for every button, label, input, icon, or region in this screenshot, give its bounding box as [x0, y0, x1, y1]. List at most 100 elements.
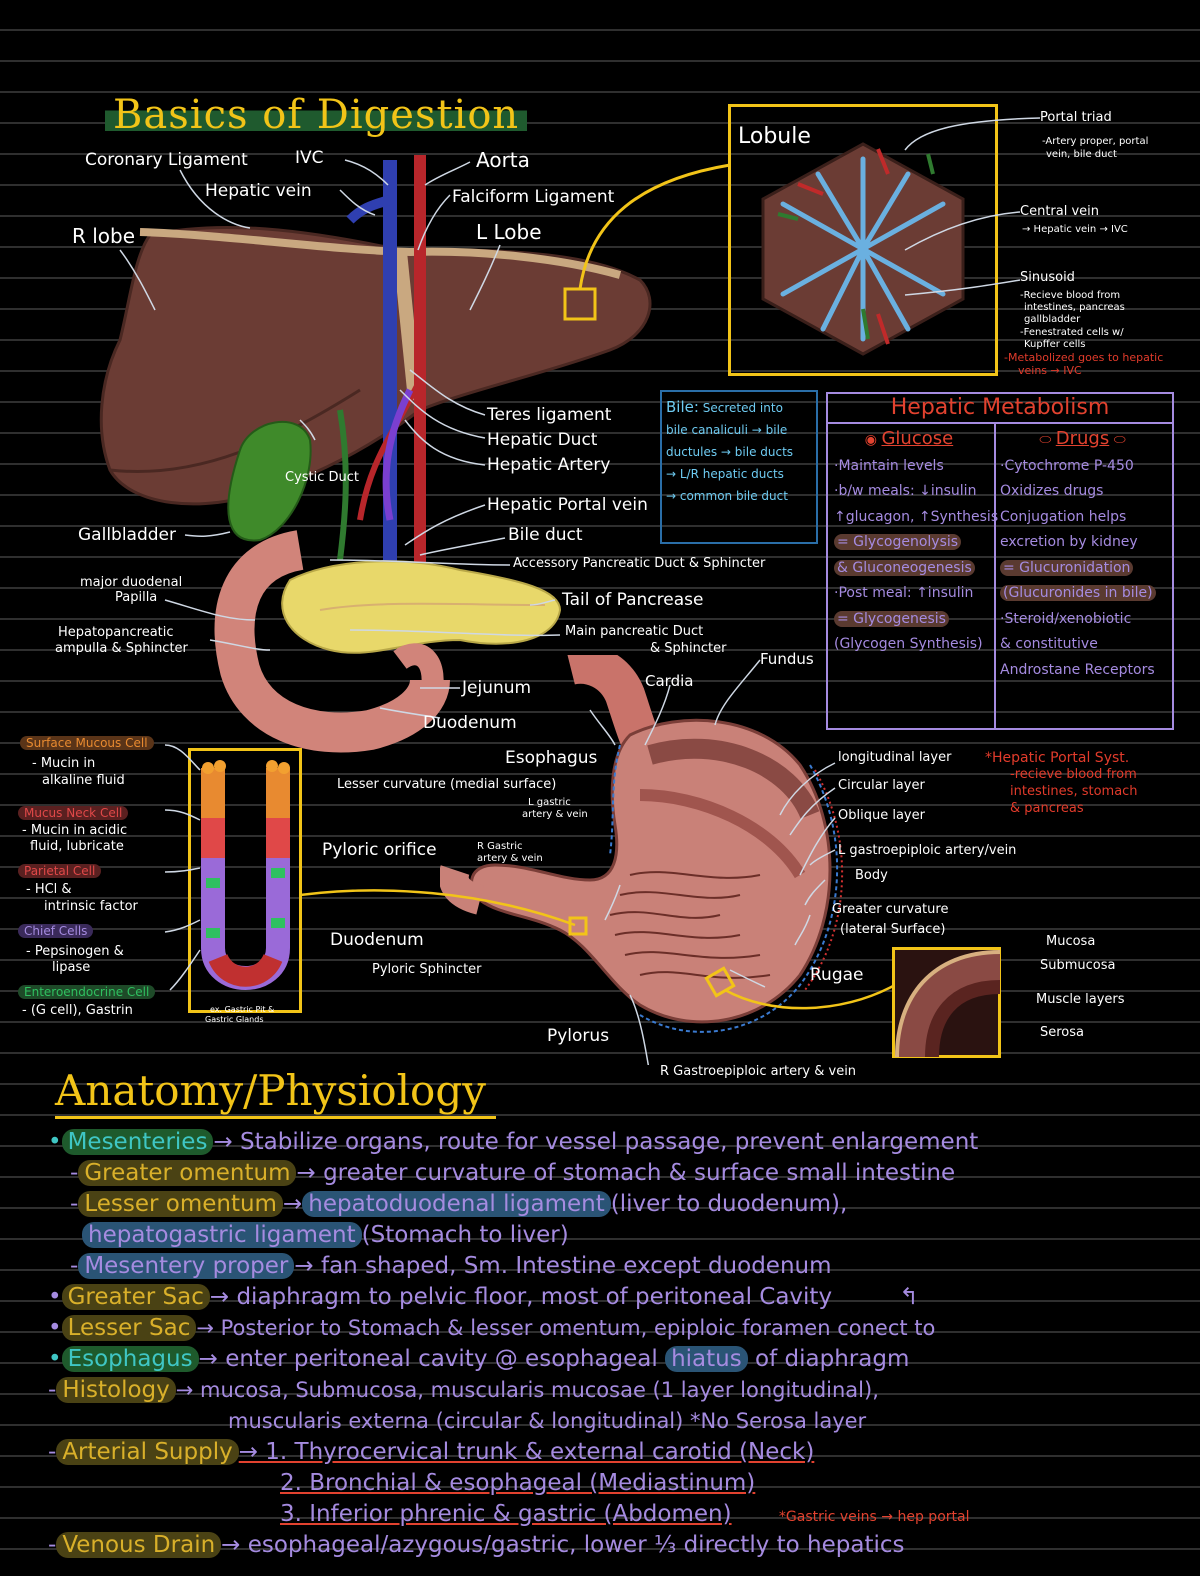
term-histology: Histology — [56, 1377, 175, 1403]
hepatic-metabolism-title: Hepatic Metabolism — [828, 394, 1172, 424]
drugs-line-2: Conjugation helps — [1000, 505, 1165, 531]
glucose-line-1: ·b/w meals: ↓insulin — [834, 479, 998, 505]
text-histology-2: muscularis externa (circular & longitudi… — [228, 1409, 866, 1433]
glucose-line-7: (Glycogen Synthesis) — [834, 632, 998, 658]
text-arterial-2: 2. Bronchial & esophageal (Mediastinum) — [280, 1470, 755, 1496]
note-histology-2: muscularis externa (circular & longitudi… — [48, 1406, 1193, 1437]
label-l-gastric-2: artery & vein — [522, 809, 588, 820]
bile-line-0: Secreted into — [703, 401, 783, 415]
label-hepatic-duct: Hepatic Duct — [487, 430, 597, 450]
gland-caption-1: ex. Gastric Pit & — [210, 1005, 274, 1014]
lobule-portal-desc-2: vein, bile duct — [1046, 149, 1117, 160]
note-hepatogastric: hepatogastric ligament(Stomach to liver) — [48, 1220, 1193, 1251]
cell-parietal-desc-1: - HCl & — [26, 882, 72, 897]
bile-title: Bile: — [666, 398, 699, 416]
gland-caption-2: Gastric Glands — [205, 1015, 264, 1024]
label-serosa: Serosa — [1040, 1025, 1084, 1040]
portal-note-2: -recieve blood from — [1010, 767, 1137, 782]
glucose-head: Glucose — [881, 428, 953, 449]
label-hepatic-portal-vein: Hepatic Portal vein — [487, 495, 648, 515]
term-lesser-sac: Lesser Sac — [62, 1315, 197, 1341]
drugs-column: ⬭ Drugs ⬭ ·Cytochrome P-450 Oxidizes dru… — [1000, 426, 1165, 683]
label-main-pancreatic: Main pancreatic Duct — [565, 624, 703, 639]
cell-chief-desc-2: lipase — [52, 960, 90, 975]
bile-line-1: bile canaliculi → bile — [666, 423, 787, 437]
glucose-line-6: = Glycogenesis — [834, 611, 949, 627]
label-pyloric-sphincter: Pyloric Sphincter — [372, 962, 482, 977]
cell-parietal: Parietal Cell — [18, 864, 101, 878]
label-aorta: Aorta — [476, 148, 530, 172]
lobule-sinusoid-desc-2: intestines, pancreas — [1024, 302, 1125, 313]
label-lateral-surface: (lateral Surface) — [840, 922, 945, 937]
term-hepatoduodenal: hepatoduodenal ligament — [302, 1191, 611, 1217]
text-lesser-sac: → Posterior to Stomach & lesser omentum,… — [196, 1316, 935, 1340]
cell-mucus-neck: Mucus Neck Cell — [18, 806, 128, 820]
label-greater-curvature: Greater curvature — [832, 902, 948, 917]
label-longitudinal: longitudinal layer — [838, 750, 951, 765]
text-arterial-3: 3. Inferior phrenic & gastric (Abdomen) — [280, 1501, 732, 1527]
label-cystic-duct: Cystic Duct — [285, 470, 359, 485]
label-pyloric-orifice: Pyloric orifice — [322, 840, 437, 860]
label-r-gastric-2: artery & vein — [477, 853, 543, 864]
glucose-line-3: = Glycogenolysis — [834, 534, 961, 550]
note-venous-drain: -Venous Drain→ esophageal/azygous/gastri… — [48, 1530, 1193, 1561]
label-oblique: Oblique layer — [838, 808, 925, 823]
glucose-line-0: ·Maintain levels — [834, 454, 998, 480]
term-esophagus: Esophagus — [62, 1346, 199, 1372]
term-lesser-omentum: Lesser omentum — [78, 1191, 283, 1217]
term-greater-omentum: Greater omentum — [78, 1160, 296, 1186]
pill-icon: ⬭ — [1039, 432, 1051, 448]
lobule-central-vein-desc: → Hepatic vein → IVC — [1022, 224, 1128, 235]
lobule-title: Lobule — [738, 124, 811, 149]
drugs-line-0: ·Cytochrome P-450 — [1000, 454, 1165, 480]
gastric-cell-leaders — [160, 740, 220, 1000]
note-mesenteries: •Mesenteries→ Stabilize organs, route fo… — [48, 1127, 1193, 1158]
cell-chief: Chief Cells — [18, 924, 93, 938]
gland-connector — [300, 880, 580, 930]
lobule-sinusoid-desc-4: -Fenestrated cells w/ — [1020, 327, 1124, 338]
term-venous-drain: Venous Drain — [56, 1532, 221, 1558]
bile-line-2: ductules → bile ducts — [666, 445, 793, 459]
label-submucosa: Submucosa — [1040, 958, 1116, 973]
drugs-line-7: & constitutive — [1000, 632, 1165, 658]
lobule-central-vein: Central vein — [1020, 204, 1099, 219]
label-muscle-layers: Muscle layers — [1036, 992, 1125, 1007]
text-mesentery-proper: → fan shaped, Sm. Intestine except duode… — [294, 1253, 831, 1279]
label-hepatopancreatic: Hepatopancreatic — [58, 625, 174, 640]
label-hepatic-vein: Hepatic vein — [205, 181, 312, 201]
term-mesenteries: Mesenteries — [62, 1129, 214, 1155]
label-main-pancreatic-2: & Sphincter — [650, 641, 726, 656]
term-arterial-supply: Arterial Supply — [56, 1439, 238, 1465]
label-body: Body — [855, 868, 888, 883]
label-accessory-pancreatic: Accessory Pancreatic Duct & Sphincter — [513, 556, 765, 571]
text-hepatoduodenal: (liver to duodenum), — [611, 1191, 848, 1217]
cell-entero-desc: - (G cell), Gastrin — [22, 1003, 133, 1018]
label-l-lobe: L Lobe — [476, 220, 542, 244]
lobule-leaders — [900, 110, 1040, 310]
note-histology: -Histology→ mucosa, Submucosa, musculari… — [48, 1375, 1193, 1406]
label-r-gastric-1: R Gastric — [477, 841, 523, 852]
text-arterial-1: → 1. Thyrocervical trunk & external caro… — [239, 1439, 815, 1465]
drugs-line-4: = Glucuronidation — [1000, 560, 1133, 576]
glucose-column: ◉ Glucose ·Maintain levels ·b/w meals: ↓… — [834, 426, 998, 658]
glucose-line-5: ·Post meal: ↑insulin — [834, 581, 998, 607]
note-greater-sac: •Greater Sac→ diaphragm to pelvic floor,… — [48, 1282, 1193, 1313]
note-esophagus: •Esophagus→ enter peritoneal cavity @ es… — [48, 1344, 1193, 1375]
lollipop-icon: ◉ — [865, 432, 877, 448]
label-pylorus: Pylorus — [547, 1026, 609, 1046]
note-mesentery-proper: -Mesentery proper→ fan shaped, Sm. Intes… — [48, 1251, 1193, 1282]
label-bile-duct: Bile duct — [508, 525, 583, 545]
text-esophagus-2: of diaphragm — [755, 1346, 909, 1372]
cell-surface-mucous: Surface Mucous Cell — [20, 736, 154, 750]
label-major-duodenal: major duodenal — [80, 575, 182, 590]
text-greater-sac: → diaphragm to pelvic floor, most of per… — [210, 1284, 832, 1310]
cell-neck-desc-1: - Mucin in acidic — [22, 823, 127, 838]
term-mesentery-proper: Mesentery proper — [78, 1253, 294, 1279]
lobule-sinusoid-desc-1: -Recieve blood from — [1020, 290, 1120, 301]
portal-note-4: & pancreas — [1010, 801, 1084, 816]
page-title: Basics of Digestion — [105, 92, 527, 138]
cell-surface-desc-2: alkaline fluid — [42, 773, 125, 788]
bile-line-4: → common bile duct — [666, 489, 788, 503]
label-rugae: Rugae — [810, 965, 864, 985]
cell-neck-desc-2: fluid, lubricate — [30, 839, 124, 854]
